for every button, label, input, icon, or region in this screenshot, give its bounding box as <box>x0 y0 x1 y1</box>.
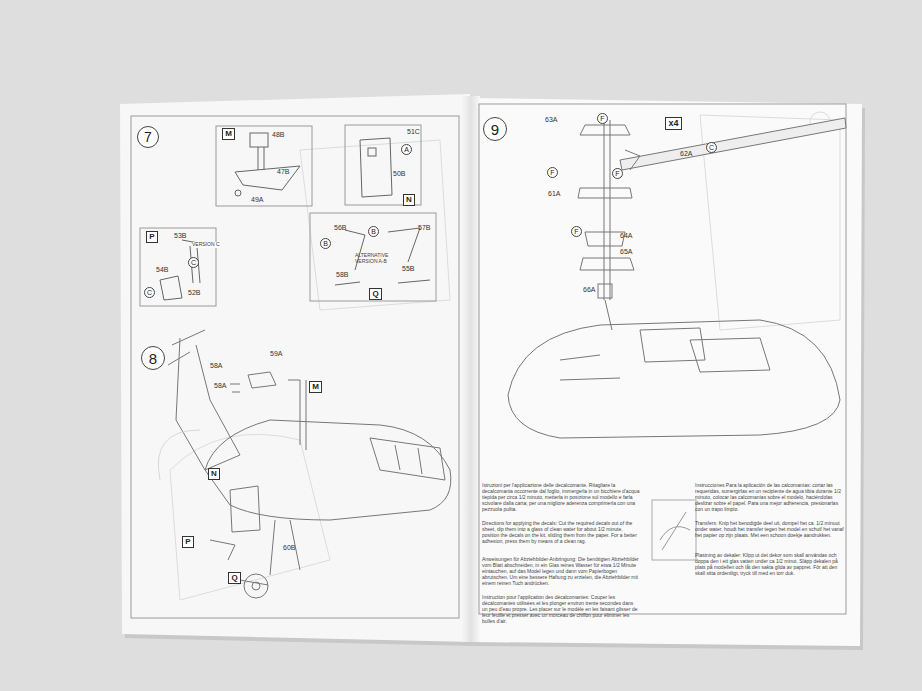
part-number: 65A <box>620 248 632 256</box>
instruction-paragraph: Instrucciones Para la aplicación de las … <box>695 482 847 512</box>
instruction-paragraph: Directions for applying the decals: Cut … <box>482 520 640 544</box>
part-letter-circle: B <box>320 238 331 249</box>
node-text: B <box>323 240 328 247</box>
node-text: 7 <box>144 130 152 144</box>
part-number: 60B <box>283 544 295 552</box>
part-letter-circle: C <box>188 257 199 268</box>
instruction-paragraph: Istruzioni per l'applicazione delle deca… <box>482 482 640 512</box>
node-text: A <box>404 146 409 153</box>
part-letter-circle: B <box>368 226 379 237</box>
part-number: 50B <box>393 170 405 178</box>
part-number: 51C <box>407 128 420 136</box>
node-text: B <box>371 228 376 235</box>
instruction-paragraph: Plastning av dekaler: Klipp ut det dekor… <box>695 552 847 576</box>
part-number: 53B <box>174 232 186 240</box>
node-text: P <box>185 538 190 546</box>
part-number: 49A <box>251 196 263 204</box>
instruction-paragraph: Transfers: Knip het benodigde deel uit, … <box>695 520 847 538</box>
part-number: 59A <box>270 350 282 358</box>
node-text: N <box>211 470 217 478</box>
node-text: x4 <box>668 119 678 128</box>
sprue-letter-box: M <box>309 381 322 393</box>
step-number: 9 <box>483 117 507 141</box>
node-text: 9 <box>491 122 499 137</box>
part-number: 52B <box>188 289 200 297</box>
node-text: F <box>615 170 619 177</box>
node-text: F <box>574 228 578 235</box>
node-text: N <box>406 196 412 204</box>
instruction-paragraph: ALTERNATIVE VERSION A-B <box>355 252 403 264</box>
node-text: F <box>600 115 604 122</box>
part-number: 63A <box>545 116 557 124</box>
sprue-letter-box: N <box>403 194 415 206</box>
node-text: C <box>709 144 714 151</box>
node-text: C <box>147 289 152 296</box>
step-number: 7 <box>137 126 159 148</box>
part-letter-circle: A <box>401 144 412 155</box>
part-number: 58A <box>214 382 226 390</box>
part-number: 58A <box>210 362 222 370</box>
sprue-letter-box: Q <box>369 288 382 300</box>
node-text: Q <box>231 574 237 582</box>
sprue-letter-box: M <box>222 128 235 140</box>
part-number: 58B <box>336 271 348 279</box>
part-number: 56B <box>334 224 346 232</box>
part-number: VERSION C <box>192 242 220 248</box>
part-letter-circle: F <box>571 226 582 237</box>
part-number: 61A <box>548 190 560 198</box>
part-number: 57B <box>418 224 430 232</box>
node-text: M <box>225 130 232 138</box>
sprue-letter-box: Q <box>228 572 241 584</box>
part-letter-circle: C <box>706 142 717 153</box>
node-text: F <box>550 169 554 176</box>
node-text: M <box>312 383 319 391</box>
node-text: 8 <box>149 351 157 366</box>
part-letter-circle: F <box>597 113 608 124</box>
instruction-paragraph: Anweisungen für Abziehbilder-Anbringung:… <box>482 556 640 586</box>
sprue-letter-box: x4 <box>665 117 682 130</box>
node-text: Q <box>372 290 378 298</box>
part-number: 64A <box>620 232 632 240</box>
part-number: 66A <box>583 286 595 294</box>
sprue-letter-box: P <box>182 536 194 548</box>
node-text: P <box>149 233 154 241</box>
sprue-letter-box: N <box>208 468 220 480</box>
sprue-letter-box: P <box>146 231 158 243</box>
part-number: 48B <box>272 131 284 139</box>
part-letter-circle: C <box>144 287 155 298</box>
part-number: 54B <box>156 266 168 274</box>
instruction-paragraph: Instruction pour l'application des décal… <box>482 594 640 624</box>
node-text: C <box>191 259 196 266</box>
part-letter-circle: F <box>547 167 558 178</box>
part-number: 47B <box>277 168 289 176</box>
part-number: 55B <box>402 265 414 273</box>
part-number: 62A <box>680 150 692 158</box>
step-number: 8 <box>141 346 165 370</box>
part-letter-circle: F <box>612 168 623 179</box>
